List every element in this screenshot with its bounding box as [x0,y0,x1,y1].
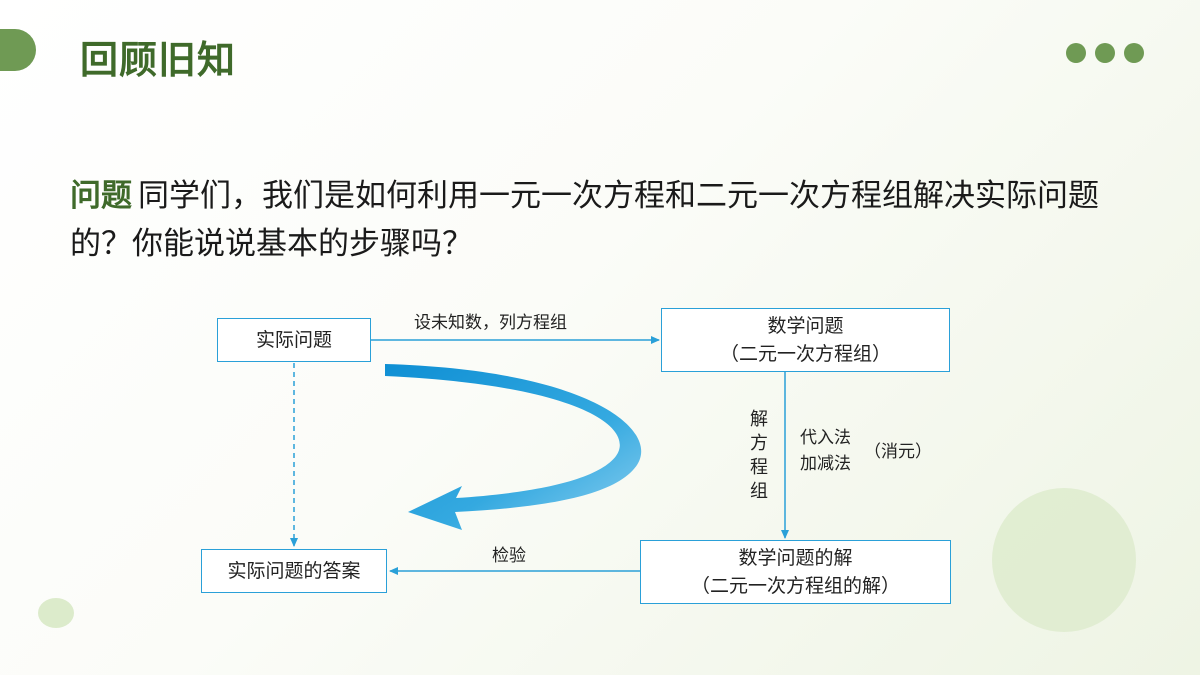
dot-1 [1066,43,1086,63]
edge-label-check: 检验 [492,546,526,566]
dot-3 [1124,43,1144,63]
edge-label-method-note: （消元） [864,442,932,462]
edge-label-solve-char: 组 [750,481,768,502]
box-math-solution-line2: （二元一次方程组的解） [690,575,900,597]
edge-label-method-2: 加减法 [800,454,851,474]
box-actual-problem: 实际问题 [217,318,371,362]
box-math-solution-line1: 数学问题的解 [738,547,853,569]
box-actual-answer: 实际问题的答案 [201,549,387,593]
question-text: 同学们，我们是如何利用一元一次方程和二元一次方程组解决实际问题的？你能说说基本的… [70,178,1099,262]
big-curved-arrow-icon [385,364,642,530]
edge-label-solve-char: 方 [750,433,768,454]
edge-label-solve: 解 方 程 组 [748,408,770,504]
dots-decoration [1066,43,1144,63]
edge-label-solve-char: 程 [750,457,768,478]
edge-label-method-1: 代入法 [800,428,851,448]
decorative-circle-small [38,598,74,628]
box-math-problem-line1: 数学问题 [767,315,844,337]
page-title: 回顾旧知 [80,38,237,82]
corner-tab-decoration [0,29,36,71]
decorative-circle-large [992,488,1136,632]
question-label: 问题 [70,178,132,214]
box-actual-problem-label: 实际问题 [255,329,332,351]
box-math-solution: 数学问题的解 （二元一次方程组的解） [640,540,951,604]
edge-label-set-unknowns: 设未知数，列方程组 [414,313,567,333]
box-math-problem-line2: （二元一次方程组） [719,343,891,365]
box-actual-answer-label: 实际问题的答案 [227,560,361,582]
box-math-problem: 数学问题 （二元一次方程组） [661,308,950,372]
question-paragraph: 问题同学们，我们是如何利用一元一次方程和二元一次方程组解决实际问题的？你能说说基… [70,172,1150,268]
edge-label-solve-char: 解 [750,409,768,430]
dot-2 [1095,43,1115,63]
